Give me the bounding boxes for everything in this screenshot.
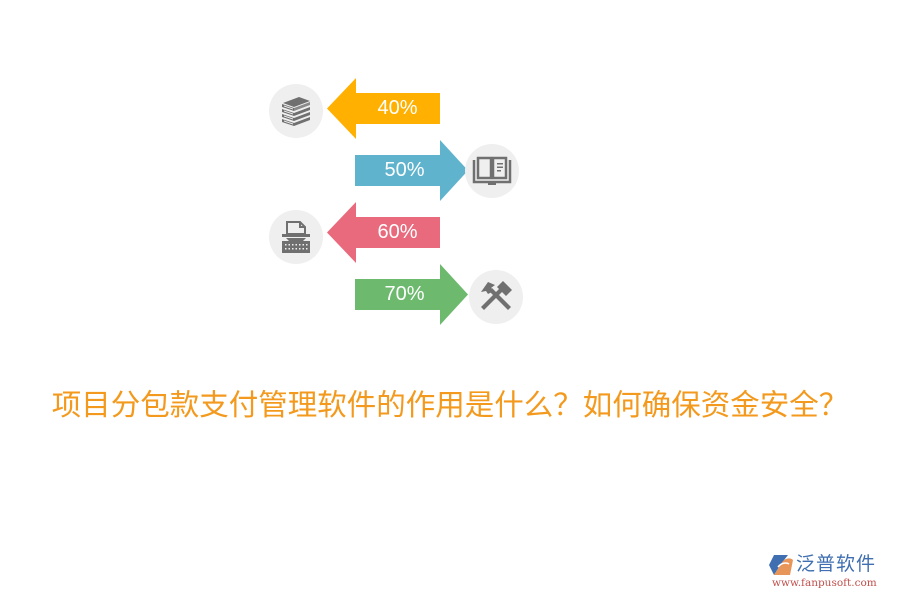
arrow-label: 70% <box>384 283 425 305</box>
arrow-label: 50% <box>384 159 425 181</box>
arrow-50-percent: 50% <box>355 140 469 201</box>
brand-watermark: 泛普软件 www.fanpusoft.com <box>768 552 894 592</box>
arrow-60-percent: 60% <box>327 202 441 263</box>
icon-circle-hammers <box>469 270 523 324</box>
brand-logo-icon <box>768 554 794 581</box>
page-title: 项目分包款支付管理软件的作用是什么？如何确保资金安全？ <box>51 388 849 422</box>
arrow-70-percent: 70% <box>355 264 469 325</box>
arrow-40-percent: 40% <box>327 78 441 139</box>
brand-name: 泛普软件 <box>796 553 877 575</box>
icon-circle-open-book <box>465 144 519 198</box>
books-stack-icon <box>279 95 313 127</box>
brand-url: www.fanpusoft.com <box>772 577 877 589</box>
crossed-hammers-icon <box>478 279 514 315</box>
arrow-label: 40% <box>377 97 418 119</box>
icon-circle-typewriter <box>269 210 323 264</box>
open-book-icon <box>472 155 512 187</box>
icon-circle-books <box>269 84 323 138</box>
arrow-label: 60% <box>377 221 418 243</box>
typewriter-icon <box>280 220 312 254</box>
